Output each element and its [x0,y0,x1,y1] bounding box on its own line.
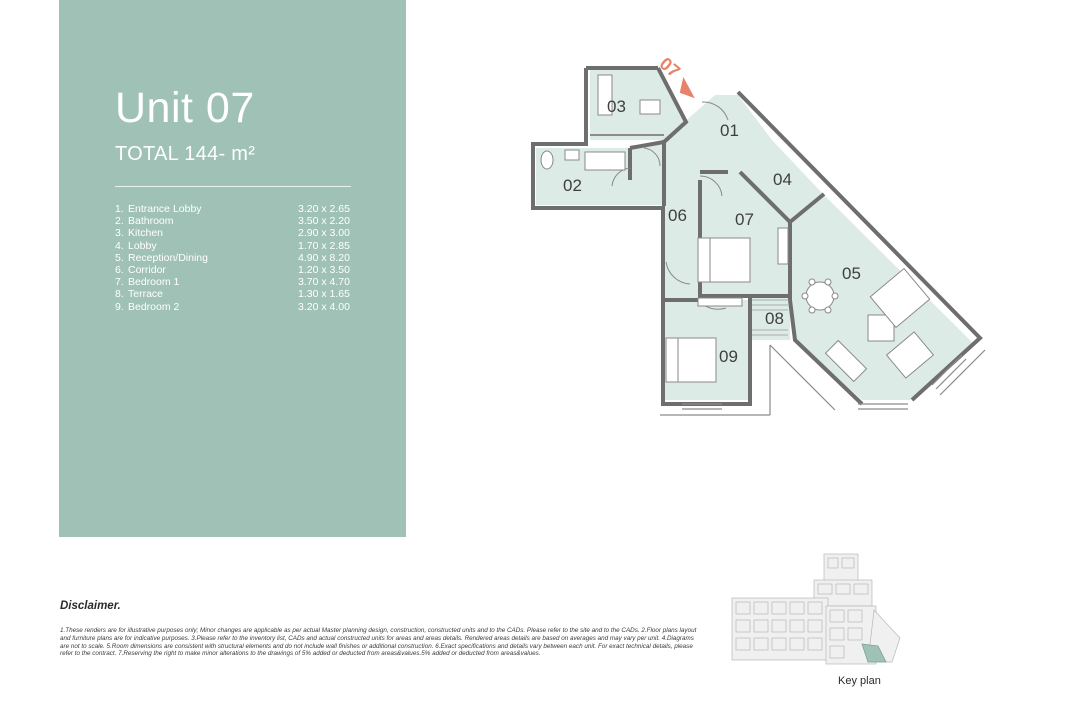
key-plan-diagram [731,553,901,665]
room-label-04: 04 [773,170,792,189]
room-fill-03 [590,70,685,140]
room-schedule-item: 2. Bathroom 3.50 x 2.20 [115,215,355,227]
room-num: 6. [115,263,124,276]
kitchen-counter-icon [824,339,868,383]
divider [115,186,351,187]
room-fill-04 [740,140,824,220]
bed-icon [665,337,717,383]
room-dim: 1.30 x 1.65 [298,288,350,301]
outer-wall-south [788,299,864,406]
disclaimer-text: 1.These renders are for illustrative pur… [60,627,697,658]
kitchen-counter-icon [597,74,613,116]
room-schedule-item: 6. Corridor 1.20 x 3.50 [115,264,355,276]
room-labels: 01 02 03 04 05 06 07 08 09 [563,97,861,366]
room-num: 3. [115,227,124,240]
room-label-06: 06 [668,206,687,225]
room-schedule-item: 8. Terrace 1.30 x 1.65 [115,288,355,300]
room-fill-08 [750,298,790,340]
sofa-icon [885,331,935,379]
room-label-07: 07 [735,210,754,229]
dining-table-icon [805,281,835,311]
room-dim: 1.70 x 2.85 [298,239,350,252]
room-label-03: 03 [607,97,626,116]
room-num: 7. [115,276,124,289]
room-label-05: 05 [842,264,861,283]
bathtub-icon [584,151,626,171]
room-dim: 3.20 x 2.65 [298,203,350,215]
lobby-wall [738,170,792,224]
room-schedule-item: 4. Lobby 1.70 x 2.85 [115,240,355,252]
room-schedule-item: 5. Reception/Dining 4.90 x 8.20 [115,252,355,264]
unit-title: Unit 07 [115,84,255,132]
room-dim: 3.50 x 2.20 [298,215,350,228]
room-dim: 4.90 x 8.20 [298,251,350,264]
outer-wall-east [736,90,983,402]
room-name: Lobby [128,239,157,252]
room-name: Terrace [128,288,164,301]
terrace-grid [752,299,788,336]
door-swings [611,101,729,310]
bed-icon [697,237,751,283]
room-dim: 3.20 x 4.00 [298,300,350,313]
room-label-01: 01 [720,121,739,140]
room-label-08: 08 [765,309,784,328]
room-num: 9. [115,300,124,313]
room-num: 8. [115,288,124,301]
room-label-09: 09 [719,347,738,366]
sink-icon [564,149,580,161]
windows [660,344,986,416]
room-dim: 2.90 x 3.00 [298,227,350,240]
floor-plan: 07 01 02 03 04 05 06 07 08 09 [531,55,986,416]
key-plan-label: Key plan [838,675,881,687]
walls [531,66,983,406]
toilet-icon [540,150,554,170]
sink-icon [639,99,661,115]
room-name: Entrance Lobby [128,203,202,215]
room-num: 4. [115,239,124,252]
room-name: Corridor [128,263,166,276]
room-name: Bedroom 2 [128,300,180,313]
room-name: Bedroom 1 [128,276,180,289]
bedroom1-wall [698,180,790,298]
room-name: Bathroom [128,215,174,228]
room-name: Kitchen [128,227,164,240]
room-label-02: 02 [563,176,582,195]
room-schedule-item: 7. Bedroom 1 3.70 x 4.70 [115,276,355,288]
room-num: 2. [115,215,124,228]
entrance-arrow-icon [679,77,695,99]
sofa-icon [869,267,931,329]
highlighted-unit [861,643,887,663]
disclaimer-title: Disclaimer. [60,600,121,612]
room-dim: 3.70 x 4.70 [298,276,350,289]
furniture [540,74,935,383]
unit-info-panel: Unit 07 TOTAL 144- m² 1. Entrance Lobby 3.… [59,0,406,537]
room-num: 1. [115,203,124,215]
kitchen-wall [629,67,689,150]
room-schedule-item: 9. Bedroom 2 3.20 x 4.00 [115,301,355,313]
wardrobe-icon [777,227,789,265]
lobby-diag-wall [788,192,826,224]
room-dim: 1.20 x 3.50 [298,263,350,276]
room-fill-01 [664,95,772,170]
wardrobe-icon [697,297,743,307]
room-schedule-item: 1. Entrance Lobby 3.20 x 2.65 [115,203,355,215]
unit-total-area: TOTAL 144- m² [115,143,256,165]
outer-wall [531,68,752,406]
room-schedule-item: 3. Kitchen 2.90 x 3.00 [115,227,355,239]
room-num: 5. [115,251,124,264]
room-name: Reception/Dining [128,251,208,264]
